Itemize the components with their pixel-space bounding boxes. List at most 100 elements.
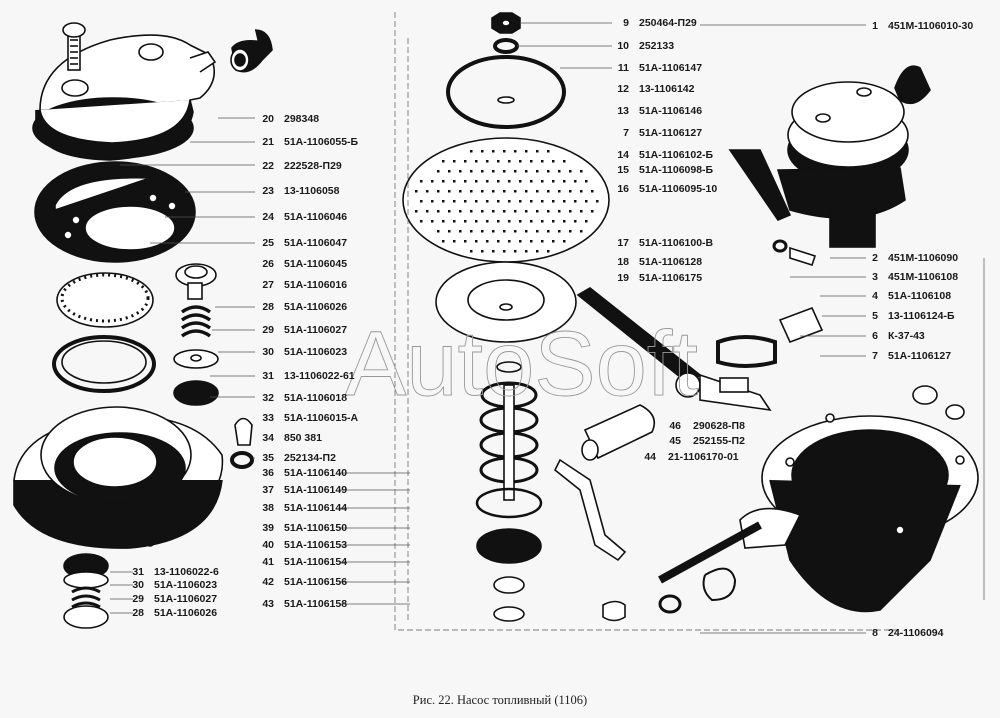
diaphragm-hole <box>470 210 473 213</box>
diaphragm-hole <box>459 210 462 213</box>
part-number: 51А-1106156 <box>284 576 348 588</box>
part-nut-9 <box>491 12 521 54</box>
diaphragm-hole <box>585 180 588 183</box>
part-number: 13-1106142 <box>639 83 695 95</box>
diaphragm-hole <box>420 200 423 203</box>
part-gasket-23 <box>34 161 196 263</box>
diaphragm-hole <box>558 210 561 213</box>
watermark: AutoSoft <box>345 313 698 415</box>
diaphragm-hole <box>563 200 566 203</box>
callout-number: 30 <box>262 346 274 358</box>
part-filter-25 <box>56 272 154 328</box>
diaphragm-hole <box>442 240 445 243</box>
part-number: 13-1106058 <box>284 185 340 197</box>
callout-number: 2 <box>872 252 878 264</box>
diaphragm-hole <box>503 190 506 193</box>
callout-number: 29 <box>262 324 274 336</box>
part-number: 51А-1106023 <box>154 579 218 591</box>
diaphragm-hole <box>486 220 489 223</box>
callout-number: 24 <box>262 211 274 223</box>
callout-number: 18 <box>617 256 629 268</box>
diaphragm-hole <box>580 170 583 173</box>
diaphragm-hole <box>580 210 583 213</box>
part-number: 451М-1106090 <box>888 252 959 264</box>
diaphragm-hole <box>453 180 456 183</box>
diaphragm-hole <box>459 190 462 193</box>
callout-number: 8 <box>872 627 878 639</box>
diaphragm-hole <box>453 240 456 243</box>
diaphragm-hole <box>459 230 462 233</box>
part-lever-19 <box>576 287 824 412</box>
part-number: 250464-П29 <box>639 17 697 29</box>
diaphragm-hole <box>547 170 550 173</box>
diaphragm-hole <box>519 240 522 243</box>
diaphragm-hole <box>547 150 550 153</box>
diaphragm-hole <box>492 230 495 233</box>
diaphragm-hole <box>503 150 506 153</box>
part-number: 51А-1106149 <box>284 484 348 496</box>
diaphragm-hole <box>475 200 478 203</box>
diaphragm-hole <box>475 160 478 163</box>
diaphragm-hole <box>508 180 511 183</box>
diaphragm-hole <box>591 210 594 213</box>
diaphragm-hole <box>525 170 528 173</box>
part-diaphragm-17 <box>435 261 577 343</box>
callout-number: 45 <box>669 435 681 447</box>
diaphragm-hole <box>541 200 544 203</box>
diaphragm-hole <box>492 150 495 153</box>
diaphragm-hole <box>453 220 456 223</box>
part-plug-6 <box>912 385 965 420</box>
callout-number: 46 <box>669 420 681 432</box>
diaphragm-hole <box>580 190 583 193</box>
diaphragm-hole <box>541 180 544 183</box>
part-number: 51А-1106128 <box>639 256 703 268</box>
diaphragm-hole <box>497 160 500 163</box>
part-number: 24-1106094 <box>888 627 944 639</box>
part-number: 222528-П29 <box>284 160 342 172</box>
diaphragm-hole <box>574 220 577 223</box>
part-number: 51А-1106154 <box>284 556 348 568</box>
diaphragm-hole <box>558 190 561 193</box>
callout-number: 31 <box>132 566 144 578</box>
diaphragm-hole <box>563 220 566 223</box>
callout-number: 14 <box>617 149 629 161</box>
callout-label: 18 51А-1106128 <box>613 256 702 268</box>
diaphragm-hole <box>415 210 418 213</box>
diaphragm-hole <box>541 240 544 243</box>
diaphragm-hole <box>508 240 511 243</box>
part-top-cover <box>32 34 217 161</box>
callout-number: 3 <box>872 271 878 283</box>
diaphragm-hole <box>536 230 539 233</box>
diaphragm-hole <box>574 180 577 183</box>
part-screw-34 <box>230 417 254 469</box>
diaphragm-hole <box>530 240 533 243</box>
diaphragm-hole <box>486 240 489 243</box>
callout-number: 28 <box>132 607 144 619</box>
part-pin-44 <box>553 404 737 622</box>
callout-number: 19 <box>617 272 629 284</box>
diaphragm-hole <box>481 250 484 253</box>
diaphragm-hole <box>552 200 555 203</box>
part-number: 51А-1106047 <box>284 237 348 249</box>
part-number: 51А-1106027 <box>284 324 348 336</box>
diaphragm-hole <box>475 180 478 183</box>
part-number: 13-1106022-61 <box>284 370 355 382</box>
diaphragm-hole <box>574 200 577 203</box>
part-pump-assembly-1 <box>728 65 931 248</box>
part-housing-8 <box>658 413 979 613</box>
diaphragm-hole <box>536 150 539 153</box>
diaphragm-hole <box>503 230 506 233</box>
callout-number: 13 <box>617 105 629 117</box>
